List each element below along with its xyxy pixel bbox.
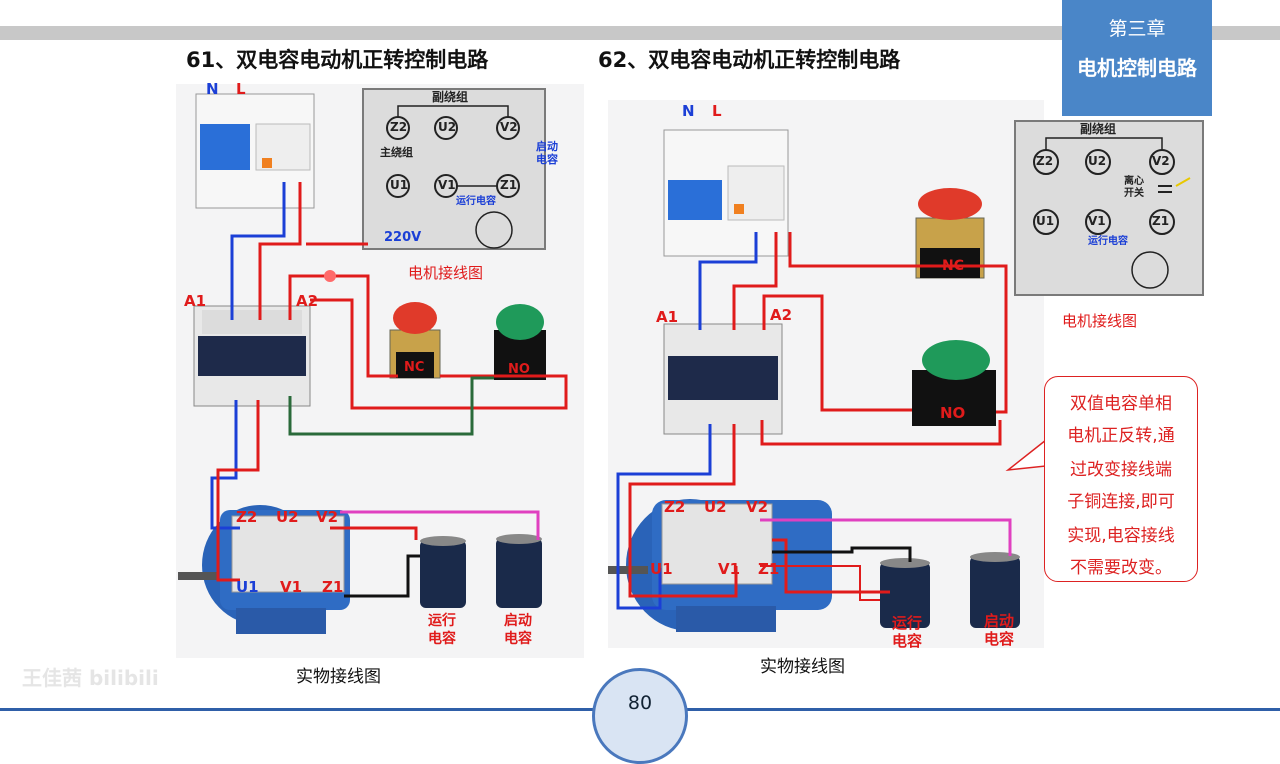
note-line-6: 不需要改变。 [1070, 558, 1172, 578]
note-line-1: 双值电容单相 [1070, 394, 1172, 414]
diagram-62-title: 62、双电容电动机正转控制电路 [598, 48, 901, 72]
wiring-illustration [178, 93, 1191, 634]
terminal-n-62: N [682, 102, 695, 120]
no-label-62: NO [940, 404, 966, 422]
no-label-61: NO [508, 362, 530, 377]
winding-u1-61: U1 [390, 178, 409, 192]
note-line-4: 子铜连接,即可 [1067, 492, 1175, 512]
aux-winding-62: 副绕组 [1080, 122, 1117, 136]
terminal-a1-62: A1 [656, 308, 679, 326]
winding-v1-62: V1 [1088, 214, 1106, 228]
motor-z2-62: Z2 [664, 498, 686, 516]
terminal-l-62: L [712, 102, 722, 120]
start-capacitor-61: 启动 电容 [504, 613, 532, 647]
voltage-61: 220V [384, 230, 422, 245]
main-winding-61: 主绕组 [380, 146, 413, 159]
winding-z2-62: Z2 [1036, 154, 1054, 168]
winding-u2-62: U2 [1088, 154, 1107, 168]
motor-u1-62: U1 [650, 560, 673, 578]
motor-u2-61: U2 [276, 508, 299, 526]
watermark: 王佳茜 bilibili [22, 666, 159, 690]
page-badge [592, 668, 688, 764]
winding-z2-61: Z2 [390, 120, 408, 134]
chapter-tag: 第三章 电机控制电路 [1062, 0, 1212, 116]
page-number: 80 [627, 692, 653, 714]
nc-label-62: NC [942, 258, 964, 274]
chapter-number: 第三章 [1108, 18, 1166, 40]
start-cap-61: 启动 电容 [536, 140, 558, 166]
start-capacitor-62: 启动 电容 [984, 612, 1015, 648]
terminal-l-61: L [236, 80, 246, 98]
terminal-a2-61: A2 [296, 292, 319, 310]
diagram-61-winding-photo [362, 88, 546, 250]
motor-v1-62: V1 [718, 560, 741, 578]
winding-v1-61: V1 [438, 178, 456, 192]
motor-v2-62: V2 [746, 498, 769, 516]
diagram-61-title: 61、双电容电动机正转控制电路 [186, 48, 489, 72]
run-cap-62: 运行电容 [1088, 236, 1128, 247]
centrifugal-switch-62: 离心 开关 [1124, 176, 1144, 199]
motor-z2-61: Z2 [236, 508, 258, 526]
winding-v2-61: V2 [500, 120, 518, 134]
winding-v2-62: V2 [1152, 154, 1170, 168]
motor-u1-61: U1 [236, 578, 259, 596]
motor-wiring-caption-62: 电机接线图 [1062, 312, 1138, 330]
explanation-note: 双值电容单相 电机正反转,通 过改变接线端 子铜连接,即可 实现,电容接线 不需… [1044, 376, 1198, 582]
winding-z1-62: Z1 [1152, 214, 1170, 228]
note-line-5: 实现,电容接线 [1067, 526, 1175, 546]
winding-u1-62: U1 [1036, 214, 1055, 228]
physical-caption-62: 实物接线图 [760, 657, 845, 677]
aux-winding-61: 副绕组 [432, 90, 469, 104]
terminal-a2-62: A2 [770, 306, 793, 324]
run-capacitor-61: 运行 电容 [428, 613, 456, 647]
winding-z1-61: Z1 [500, 178, 518, 192]
motor-z1-62: Z1 [758, 560, 780, 578]
winding-u2-61: U2 [438, 120, 457, 134]
note-line-3: 过改变接线端 [1070, 460, 1172, 480]
terminal-n-61: N [206, 80, 219, 98]
note-line-2: 电机正反转,通 [1067, 426, 1175, 446]
motor-wiring-caption-61: 电机接线图 [408, 264, 484, 282]
physical-caption-61: 实物接线图 [296, 667, 381, 687]
chapter-title: 电机控制电路 [1077, 56, 1197, 80]
motor-v2-61: V2 [316, 508, 339, 526]
terminal-a1-61: A1 [184, 292, 207, 310]
header-bar [0, 26, 1280, 40]
nc-label-61: NC [404, 360, 425, 375]
motor-z1-61: Z1 [322, 578, 344, 596]
motor-u2-62: U2 [704, 498, 727, 516]
run-cap-61: 运行电容 [456, 196, 496, 207]
motor-v1-61: V1 [280, 578, 303, 596]
run-capacitor-62: 运行 电容 [892, 614, 923, 650]
